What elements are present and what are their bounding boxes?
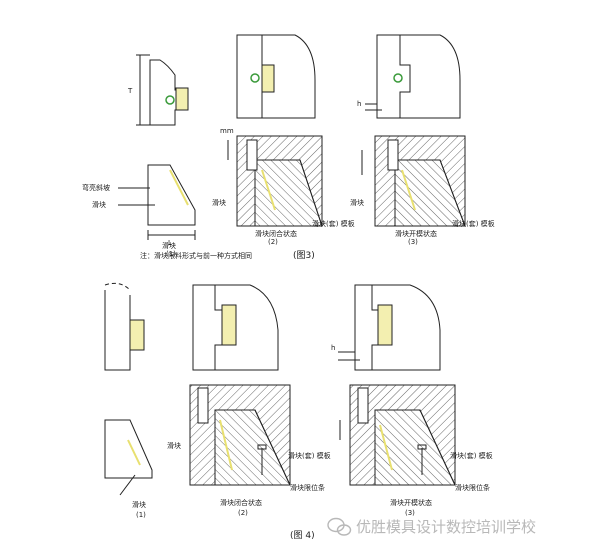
watermark-text: 优胜模具设计数控培训学校: [356, 518, 536, 536]
sub2-title: 滑块闭合状态: [255, 229, 297, 238]
watermark: 优胜模具设计数控培训学校: [327, 517, 536, 536]
fig4-part2-top: [192, 284, 279, 371]
sub3-num: (3): [408, 238, 418, 246]
label-slider: 滑块: [132, 500, 146, 509]
fig4-part3-section: [339, 384, 456, 486]
label-plate: 滑块(套) 模板: [450, 451, 493, 460]
sub2-num: (2): [238, 509, 248, 517]
green-marker-icon: [165, 95, 175, 105]
label-slider: 滑块: [350, 198, 364, 207]
label-h: h: [357, 100, 361, 108]
fig4-part1-top: [104, 282, 145, 371]
fig3-part2-top: [236, 34, 316, 119]
label-T: T: [127, 87, 133, 95]
sub1-title: 滑块: [162, 241, 176, 250]
fig3-part1-top: [136, 54, 189, 126]
figure-3-labels: T h mm 弯亮斜坡 滑块 L 滑块 滑块 滑块 (1) 滑块闭合状态 (2)…: [82, 87, 495, 261]
label-slider: 滑块: [92, 200, 106, 209]
label-limit-bar: 滑块限位条: [290, 483, 325, 492]
sub2-title: 滑块闭合状态: [220, 498, 262, 507]
fig3-part3-section: [361, 135, 466, 227]
sub3-title: 滑块开模状态: [395, 229, 437, 238]
figure-4-caption: (图 4): [290, 530, 315, 541]
label-h: h: [331, 344, 335, 352]
label-slider: 滑块: [167, 441, 181, 450]
fig3-part2-section: [227, 135, 323, 227]
figure-3-caption: (图3): [293, 250, 315, 261]
green-marker-icon: [393, 73, 403, 83]
fig4-part2-section: [189, 384, 291, 486]
sub3-num: (3): [405, 509, 415, 517]
note: 注：滑块限料形式与前一种方式相同: [140, 251, 252, 260]
figure-4-labels: h 滑块 (1) 滑块 滑块(套) 模板 滑块闭合状态 (2) 滑块限位条 滑块…: [132, 344, 493, 541]
green-marker-icon: [250, 73, 260, 83]
label-plate: 滑块(套) 模板: [312, 219, 355, 228]
figure-3: [118, 34, 466, 240]
fig4-part1-bottom: [104, 419, 153, 496]
label-slider: 滑块: [212, 198, 226, 207]
figure-4: [104, 282, 456, 496]
label-plate: 滑块(套) 模板: [288, 451, 331, 460]
fig4-part3-top: [338, 284, 441, 371]
fig3-part3-top: [365, 34, 461, 119]
sub1-num: (1): [136, 511, 146, 519]
label-L: L: [168, 239, 172, 247]
sub1-num: (1): [166, 250, 176, 258]
sub3-title: 滑块开模状态: [390, 498, 432, 507]
fig3-part1-bottom: [118, 164, 196, 240]
sub2-num: (2): [268, 238, 278, 246]
label-slope: 弯亮斜坡: [82, 183, 110, 192]
label-dim: mm: [220, 127, 234, 135]
label-limit-bar: 滑块限位条: [455, 483, 490, 492]
label-plate: 滑块(套) 模板: [452, 219, 495, 228]
wechat-icon: [327, 517, 352, 536]
